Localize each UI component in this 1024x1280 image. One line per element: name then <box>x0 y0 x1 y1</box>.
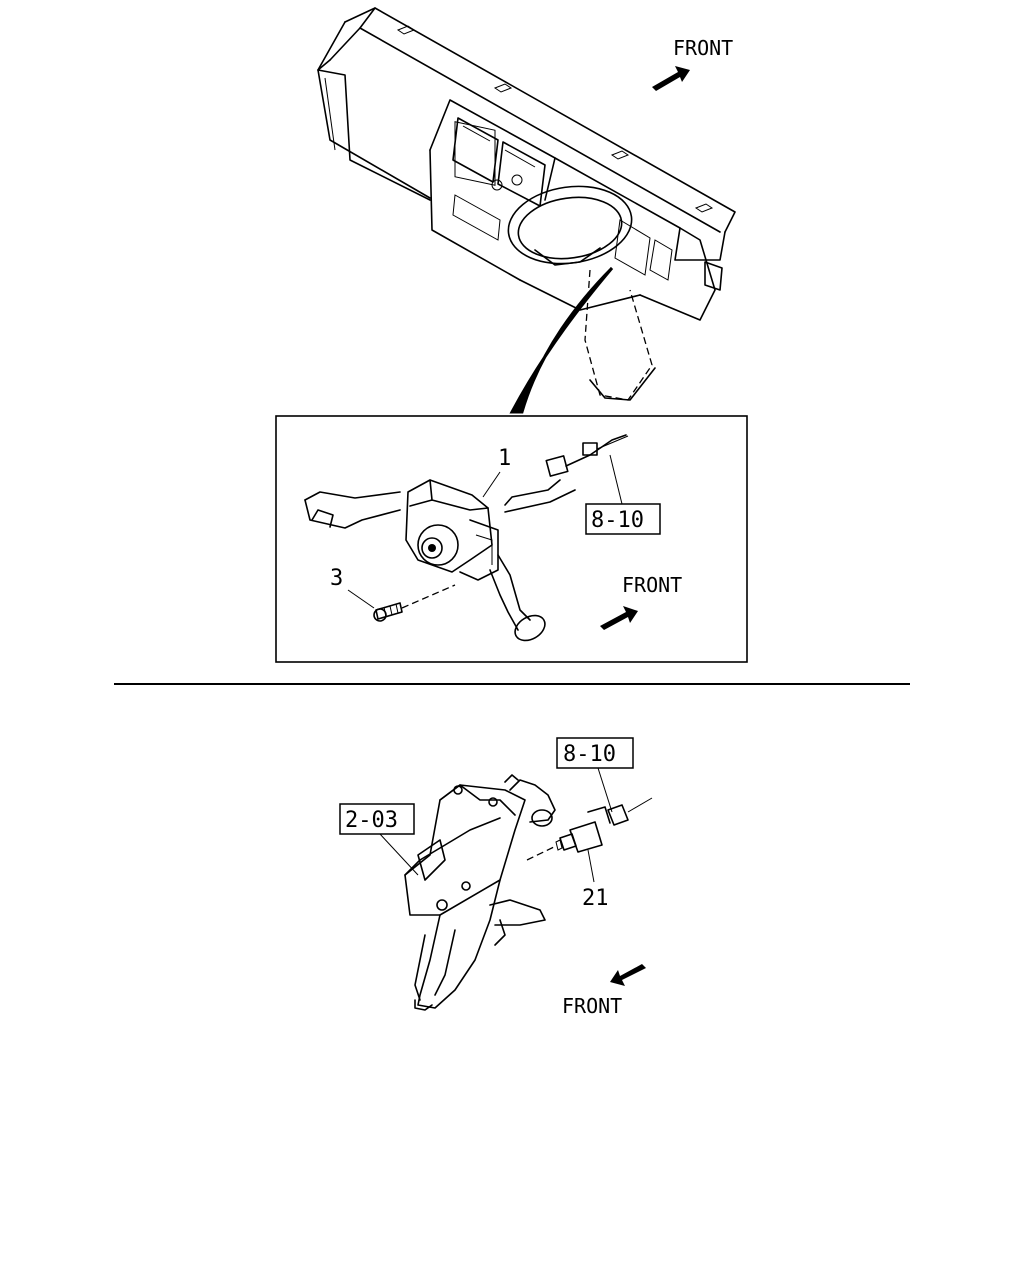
combination-switch <box>304 434 629 642</box>
switch-install-line <box>526 845 557 861</box>
ref-box-8-10-lower <box>556 737 634 769</box>
stop-lamp-switch <box>555 797 653 853</box>
ref-box-8-10-inset <box>585 503 661 535</box>
part-number-1: 1 <box>498 446 511 471</box>
leader-ref-2-03 <box>379 833 419 876</box>
detail-callout-pointer <box>509 266 614 414</box>
detail-inset-frame <box>275 415 748 663</box>
front-arrow-upper <box>652 66 690 91</box>
part-number-3: 3 <box>330 566 343 591</box>
ref-label-2-03: 2-03 <box>345 808 398 833</box>
screw-path-line <box>401 584 456 609</box>
leader-ref-8-10-inset <box>609 454 623 505</box>
front-label-upper: FRONT <box>673 36 733 60</box>
part-number-21: 21 <box>582 886 609 911</box>
front-label-inset: FRONT <box>622 573 682 597</box>
dashboard-illustration <box>317 7 736 401</box>
leader-part-3 <box>347 589 375 609</box>
front-arrow-lower <box>610 964 646 986</box>
pedal-bracket <box>404 774 556 1011</box>
ref-label-8-10-inset: 8-10 <box>591 508 644 533</box>
front-label-lower: FRONT <box>562 994 622 1018</box>
leader-ref-8-10-lower <box>597 767 613 813</box>
ref-box-2-03 <box>339 803 415 835</box>
leader-part-1 <box>482 471 501 498</box>
leader-part-21 <box>587 849 595 883</box>
ref-label-8-10-lower: 8-10 <box>563 742 616 767</box>
screw <box>373 602 403 622</box>
front-arrow-inset <box>600 606 638 630</box>
